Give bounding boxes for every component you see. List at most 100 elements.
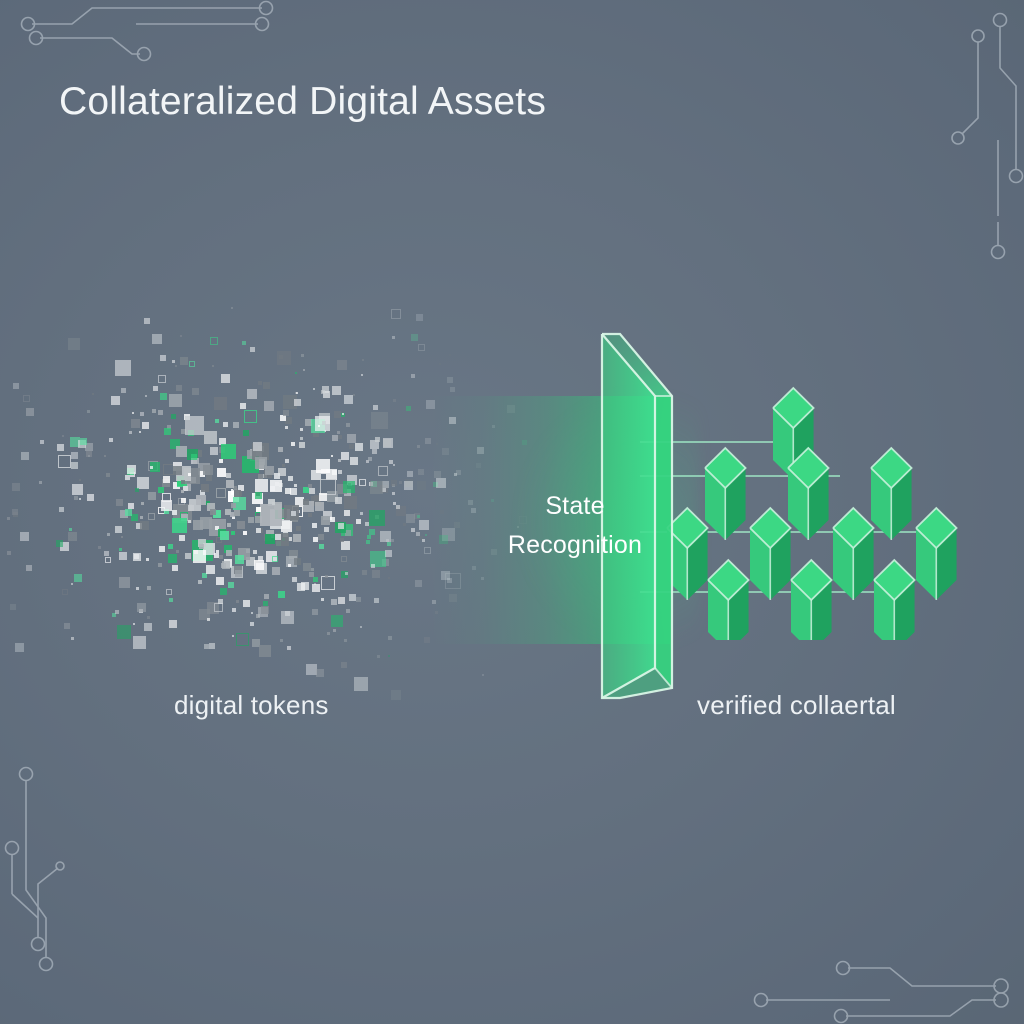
token-particle — [255, 507, 261, 513]
token-particle — [119, 548, 123, 551]
token-particle — [310, 495, 321, 506]
token-particle — [58, 455, 72, 469]
cube-left-face — [874, 580, 895, 652]
token-particle — [339, 538, 344, 543]
token-particle — [332, 385, 342, 395]
token-particle — [365, 540, 370, 545]
token-particle — [219, 437, 227, 445]
token-particle — [243, 410, 257, 424]
token-particle — [232, 608, 237, 612]
token-particle — [185, 553, 192, 560]
token-particle — [59, 506, 65, 512]
token-particle — [209, 447, 218, 456]
token-particle — [219, 555, 224, 560]
token-particle — [303, 499, 310, 506]
token-particle — [86, 451, 93, 458]
token-particle — [366, 459, 370, 463]
token-particle — [326, 631, 330, 635]
token-particle — [134, 487, 139, 492]
token-particle — [87, 410, 91, 413]
token-particle — [214, 525, 219, 530]
token-particle — [207, 618, 211, 622]
token-particle — [304, 419, 312, 427]
token-particle — [316, 669, 325, 678]
token-particle — [277, 350, 291, 365]
token-particle — [269, 480, 282, 493]
token-particle — [139, 515, 143, 519]
token-particle — [191, 453, 197, 460]
token-particle — [387, 635, 392, 640]
token-particle — [360, 512, 364, 516]
token-particle — [91, 393, 94, 396]
token-particle — [295, 391, 298, 394]
token-particle — [403, 481, 413, 491]
token-particle — [303, 486, 310, 493]
token-particle — [159, 354, 166, 361]
token-particle — [198, 608, 210, 620]
token-particle — [202, 573, 208, 579]
token-particle — [245, 557, 255, 567]
token-particle — [374, 437, 380, 443]
token-particle — [135, 587, 139, 591]
token-particle — [22, 394, 30, 402]
token-particle — [278, 508, 288, 518]
token-particle — [63, 623, 70, 630]
token-particle — [151, 408, 156, 413]
token-particle — [274, 533, 281, 540]
token-particle — [254, 492, 262, 500]
token-particle — [168, 544, 174, 549]
token-particle — [391, 539, 395, 542]
token-particle — [158, 409, 163, 415]
token-particle — [160, 500, 172, 512]
token-particle — [173, 465, 183, 475]
token-particle — [272, 567, 281, 576]
token-particle — [87, 494, 95, 502]
cube-left-face — [788, 468, 809, 540]
token-particle — [311, 522, 317, 528]
token-particle — [167, 553, 177, 563]
verified-collateral-blocks — [640, 380, 980, 652]
token-particle — [183, 485, 188, 491]
token-particle — [302, 563, 311, 572]
token-particle — [414, 580, 422, 588]
token-particle — [103, 551, 109, 557]
token-particle — [119, 576, 131, 588]
token-particle — [314, 501, 324, 511]
token-particle — [382, 559, 389, 567]
token-particle — [252, 638, 261, 647]
token-particle — [107, 532, 110, 536]
cube-right-face — [687, 528, 708, 600]
token-particle — [243, 429, 250, 436]
token-particle — [232, 421, 239, 428]
token-particle — [227, 581, 234, 588]
token-particle — [11, 508, 18, 515]
token-particle — [373, 405, 378, 411]
token-particle — [301, 354, 305, 358]
token-particle — [6, 551, 11, 556]
token-particle — [140, 411, 145, 416]
token-particle — [346, 475, 357, 486]
token-particle — [290, 510, 296, 516]
token-particle — [62, 435, 65, 437]
token-particle — [296, 392, 299, 395]
token-particle — [61, 589, 68, 595]
token-particle — [294, 398, 302, 406]
token-particle — [374, 597, 380, 603]
token-particle — [372, 570, 380, 579]
token-particle — [290, 487, 298, 495]
token-particle — [255, 456, 268, 469]
token-particle — [343, 509, 350, 516]
token-particle — [158, 375, 167, 384]
token-particle — [340, 451, 349, 460]
token-particle — [172, 564, 179, 571]
token-particle — [226, 473, 232, 478]
token-particle — [145, 557, 149, 561]
token-particle — [312, 583, 321, 592]
token-particle — [126, 464, 136, 474]
token-particle — [291, 577, 297, 583]
token-particle — [311, 470, 322, 481]
token-particle — [344, 572, 348, 576]
token-particle — [447, 377, 454, 384]
token-particle — [402, 522, 406, 526]
